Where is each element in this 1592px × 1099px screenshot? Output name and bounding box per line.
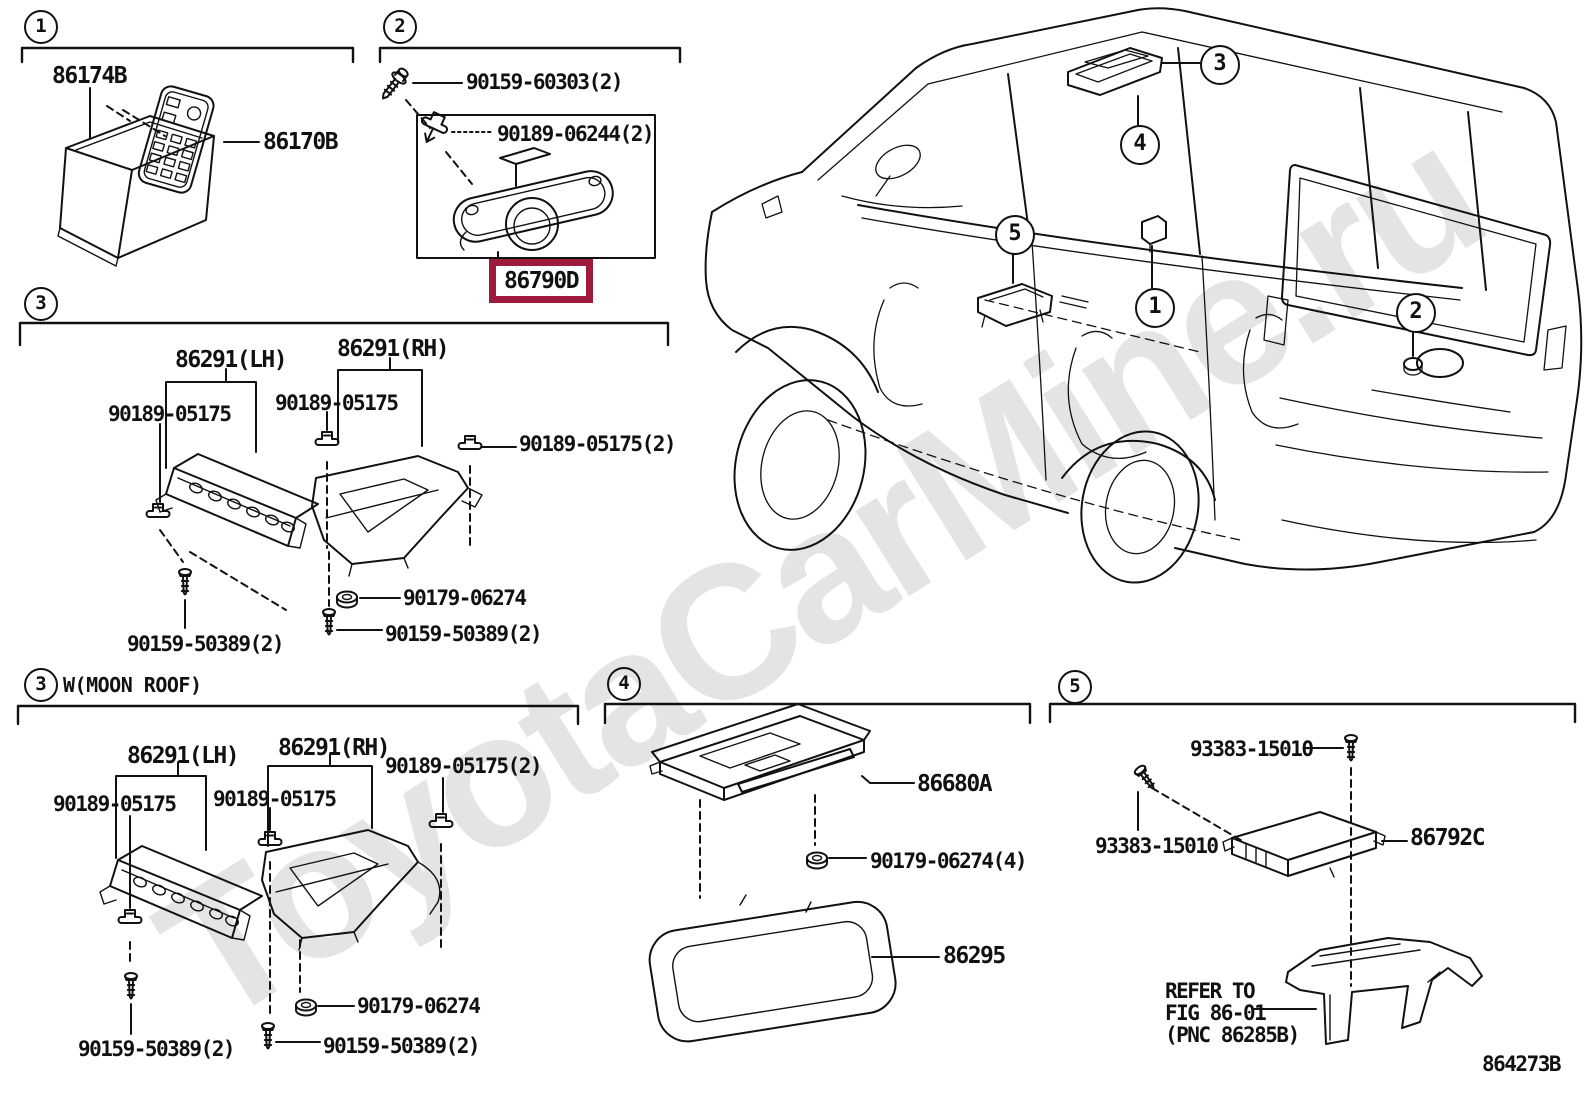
part-label-90189-05175-right-moonroof[interactable]: 90189-05175(2) <box>385 754 543 778</box>
holder-drawing <box>57 87 215 267</box>
clip-icon <box>257 831 283 846</box>
van-callout-1: 1 <box>1135 288 1175 328</box>
part-label-90189-05175-left[interactable]: 90189-05175 <box>108 402 232 426</box>
section1-bracket <box>20 46 355 64</box>
part-label-86295[interactable]: 86295 <box>943 943 1006 969</box>
section5-bracket <box>1048 702 1577 724</box>
van-callout-3: 3 <box>1200 45 1240 85</box>
refer-note-line2: FIG 86-01 <box>1165 1001 1267 1025</box>
camera-assembly-drawing <box>381 67 656 260</box>
section4-bracket <box>603 702 1032 725</box>
section2-number: 2 <box>383 10 417 44</box>
ecu-assembly-drawing <box>1132 734 1483 1045</box>
remote-drawing <box>137 85 260 194</box>
section3b-title: W(MOON ROOF) <box>63 673 202 697</box>
bracket-lh-drawing <box>155 453 319 549</box>
bolt-icon <box>381 67 409 100</box>
part-label-86291-lh-moonroof[interactable]: 86291(LH) <box>127 743 240 769</box>
part-label-86792c[interactable]: 86792C <box>1410 825 1486 851</box>
part-label-90159-50389-right-moonroof[interactable]: 90159-50389(2) <box>323 1034 481 1058</box>
screw-icon <box>322 608 336 636</box>
part-label-86291-lh[interactable]: 86291(LH) <box>175 347 288 373</box>
part-label-86291-rh[interactable]: 86291(RH) <box>337 336 450 362</box>
section3-bracket <box>18 321 670 347</box>
connector-drawing <box>1141 215 1167 253</box>
part-label-86174b[interactable]: 86174B <box>52 63 128 89</box>
grommet-icon <box>295 998 317 1017</box>
ecu-drawing <box>1222 811 1386 878</box>
part-label-86291-rh-moonroof[interactable]: 86291(RH) <box>278 735 391 761</box>
section3-number: 3 <box>24 287 58 321</box>
section3b-bracket <box>16 704 580 726</box>
part-label-90179-06274-moonroof[interactable]: 90179-06274 <box>357 994 481 1018</box>
section2-bracket <box>378 46 682 64</box>
roof-bracket-set-drawing <box>145 357 517 636</box>
van-callout-5: 5 <box>995 215 1035 255</box>
section3b-number: 3 <box>24 668 58 702</box>
clip-icon <box>457 435 483 450</box>
section1-number: 1 <box>24 10 58 44</box>
part-label-90159-50389-right[interactable]: 90159-50389(2) <box>385 622 543 646</box>
screw-icon <box>261 1022 275 1050</box>
part-label-90189-05175-mid[interactable]: 90189-05175 <box>275 391 399 415</box>
part-label-90189-05175-mid-moonroof[interactable]: 90189-05175 <box>213 787 337 811</box>
van-callout-2: 2 <box>1396 293 1436 333</box>
part-label-90159-50389-left[interactable]: 90159-50389(2) <box>127 632 285 656</box>
refer-note-line3: (PNC 86285B) <box>1165 1023 1300 1047</box>
screw-icon <box>1344 734 1358 762</box>
section5-number: 5 <box>1058 670 1092 704</box>
bracket-rh-drawing <box>311 455 483 577</box>
floor-unit-drawing <box>977 283 1053 328</box>
part-label-90179-06274-4[interactable]: 90179-06274(4) <box>870 849 1028 873</box>
grommet-icon <box>336 590 358 609</box>
part-label-90179-06274[interactable]: 90179-06274 <box>403 586 527 610</box>
part-label-90189-05175-right[interactable]: 90189-05175(2) <box>519 432 677 456</box>
refer-note-line1: REFER TO <box>1165 979 1256 1003</box>
ecu-bracket-drawing <box>1285 937 1483 1045</box>
highlighted-part-label-86790d[interactable]: 86790D <box>489 259 594 303</box>
roof-bracket-set-moonroof-drawing <box>99 753 454 1050</box>
van-illustration <box>704 7 1583 584</box>
van-callout-4: 4 <box>1120 125 1160 165</box>
dvd-player-drawing <box>649 703 915 899</box>
screw-icon <box>124 972 138 1000</box>
drawing-code: 864273B <box>1482 1052 1562 1076</box>
clip-icon <box>420 111 449 143</box>
screw-icon <box>178 568 192 596</box>
part-label-93383-15010-left[interactable]: 93383-15010 <box>1095 834 1219 858</box>
clip-icon <box>117 909 143 924</box>
grommet-icon <box>806 851 828 870</box>
part-label-90189-05175-left-moonroof[interactable]: 90189-05175 <box>53 792 177 816</box>
screw-icon <box>1132 763 1160 793</box>
part-label-90159-60303[interactable]: 90159-60303(2) <box>466 70 624 94</box>
section4-number: 4 <box>607 667 641 701</box>
clip-icon <box>428 813 454 828</box>
clip-icon <box>314 431 340 446</box>
grommet-icon <box>1403 357 1423 376</box>
bracket-lh-moonroof-drawing <box>99 845 263 941</box>
part-label-90189-06244[interactable]: 90189-06244(2) <box>497 122 655 146</box>
part-label-90159-50389-left-moonroof[interactable]: 90159-50389(2) <box>78 1037 236 1061</box>
overhead-unit-drawing <box>1067 47 1163 96</box>
part-label-86680a[interactable]: 86680A <box>917 771 993 797</box>
bracket-rh-moonroof-drawing <box>261 829 441 951</box>
part-label-93383-15010-top[interactable]: 93383-15010 <box>1190 737 1314 761</box>
cover-drawing <box>648 894 940 1043</box>
part-label-86170b[interactable]: 86170B <box>263 129 339 155</box>
